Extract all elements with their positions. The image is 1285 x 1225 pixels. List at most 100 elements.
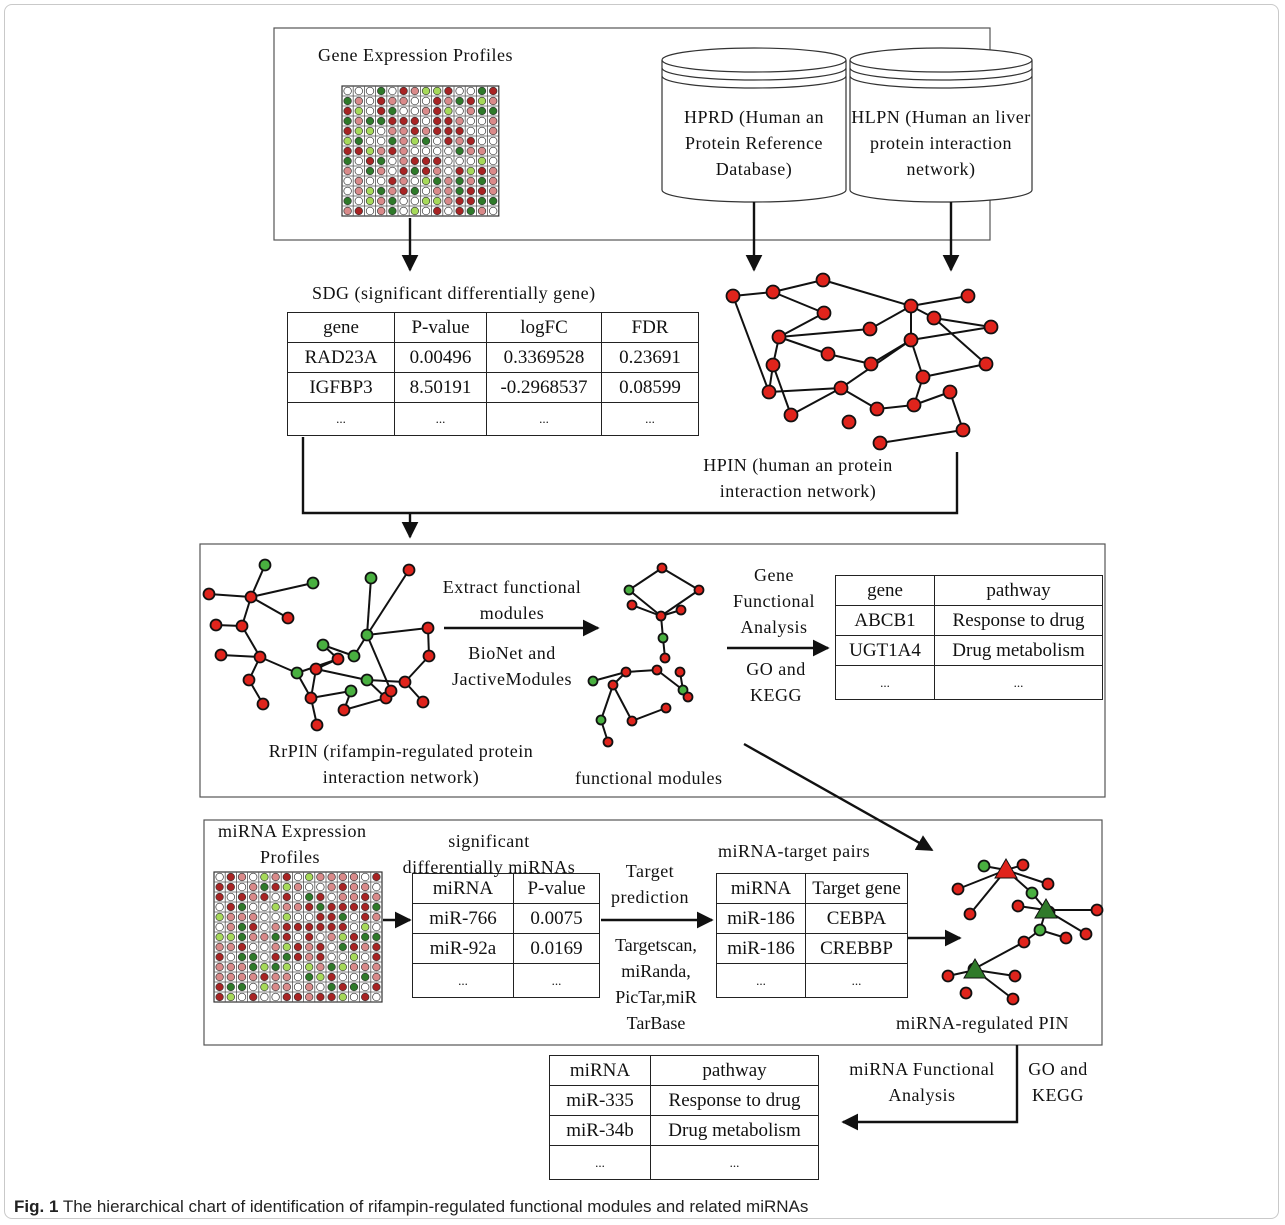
network-node	[1059, 931, 1073, 945]
network-edge	[973, 941, 1025, 970]
heatmap-cell	[388, 126, 397, 136]
heatmap-cell	[372, 932, 381, 942]
heatmap-cell	[305, 912, 314, 922]
hprd-database-icon	[661, 47, 847, 203]
table-cell: 0.23691	[601, 342, 699, 373]
network-edge	[732, 295, 770, 393]
network-edge	[869, 305, 912, 330]
table-cell: ...	[549, 1145, 651, 1180]
heatmap-cell	[433, 166, 442, 176]
heatmap-cell	[410, 186, 419, 196]
table-cell: ...	[835, 665, 935, 700]
heatmap-cell	[410, 146, 419, 156]
heatmap-cell	[349, 952, 359, 962]
merge-connector	[301, 437, 959, 515]
heatmap-cell	[455, 126, 464, 136]
heatmap-cell	[377, 156, 386, 166]
heatmap-cell	[282, 892, 291, 902]
heatmap-cell	[361, 982, 370, 992]
network-edge	[772, 364, 792, 416]
rrpin-label: RrPIN (rifampin-regulated protein intera…	[236, 738, 566, 790]
network-node	[304, 691, 318, 705]
heatmap-cell	[444, 186, 453, 196]
network-node	[1033, 923, 1047, 937]
heatmap-cell	[489, 206, 498, 216]
heatmap-cell	[293, 882, 303, 892]
network-node	[960, 288, 976, 304]
network-node	[256, 697, 270, 711]
heatmap-cell	[372, 992, 381, 1002]
heatmap-cell	[343, 96, 352, 106]
heatmap-cell	[316, 902, 325, 912]
heatmap-cell	[489, 196, 498, 206]
heatmap-cell	[433, 156, 442, 166]
arrow-mirna-functional-analysis	[841, 1045, 1019, 1131]
mirna-expr-line2: Profiles	[260, 847, 320, 867]
heatmap-cell	[338, 962, 347, 972]
heatmap-cell	[260, 942, 269, 952]
network-node	[915, 369, 931, 385]
network-node	[977, 859, 991, 873]
tools-line2: miRanda,	[621, 961, 691, 981]
heatmap-cell	[305, 902, 314, 912]
target-pred-line2: prediction	[611, 887, 689, 907]
heatmap-cell	[399, 106, 408, 116]
network-edge	[660, 589, 700, 617]
heatmap-cell	[466, 166, 475, 176]
network-edge	[220, 654, 261, 658]
tools-line1: Targetscan,	[615, 935, 697, 955]
heatmap-cell	[477, 146, 487, 156]
network-node	[926, 310, 942, 326]
heatmap-cell	[455, 156, 464, 166]
network-edge	[366, 569, 410, 636]
network-node	[402, 563, 416, 577]
sig-mirna-table: miRNA P-value miR-766 0.0075 miR-92a 0.0…	[412, 873, 600, 998]
heatmap-cell	[399, 186, 408, 196]
heatmap-cell	[349, 922, 359, 932]
heatmap-cell	[388, 186, 397, 196]
network-node	[693, 584, 705, 596]
gp-col-gene: gene	[835, 575, 935, 606]
heatmap-cell	[316, 952, 325, 962]
table-cell: 0.00496	[394, 342, 487, 373]
heatmap-cell	[388, 116, 397, 126]
heatmap-cell	[215, 952, 224, 962]
heatmap-cell	[237, 882, 247, 892]
heatmap-cell	[421, 186, 431, 196]
heatmap-cell	[305, 952, 314, 962]
heatmap-cell	[433, 176, 442, 186]
heatmap-cell	[215, 982, 224, 992]
heatmap-cell	[260, 872, 269, 882]
mirna-pathway-table: miRNA pathway miR-335 Response to drug m…	[549, 1055, 819, 1180]
heatmap-cell	[327, 902, 336, 912]
heatmap-cell	[466, 136, 475, 146]
heatmap-cell	[343, 156, 352, 166]
network-node	[337, 703, 351, 717]
heatmap-cell	[455, 116, 464, 126]
heatmap-cell	[410, 106, 419, 116]
table-row: miR-186 CEBPA	[716, 903, 908, 934]
heatmap-cell	[421, 126, 431, 136]
table-cell: Response to drug	[650, 1085, 819, 1116]
heatmap-cell	[421, 146, 431, 156]
heatmap-cell	[215, 882, 224, 892]
table-cell: ...	[934, 665, 1103, 700]
heatmap-cell	[271, 962, 280, 972]
network-node	[620, 666, 632, 678]
heatmap-cell	[477, 206, 487, 216]
heatmap-cell	[372, 902, 381, 912]
network-node	[955, 422, 971, 438]
network-node	[675, 604, 687, 616]
network-edge	[366, 634, 392, 692]
heatmap-cell	[455, 166, 464, 176]
mirna-fa-line2: Analysis	[888, 1085, 956, 1105]
heatmap-cell	[466, 96, 475, 106]
network-node	[815, 272, 831, 288]
heatmap-cell	[343, 116, 352, 126]
network-edge	[600, 684, 614, 721]
heatmap-cell	[377, 196, 386, 206]
heatmap-cell	[377, 146, 386, 156]
gene-pathway-header: gene pathway	[835, 575, 1103, 606]
heatmap-cell	[421, 116, 431, 126]
